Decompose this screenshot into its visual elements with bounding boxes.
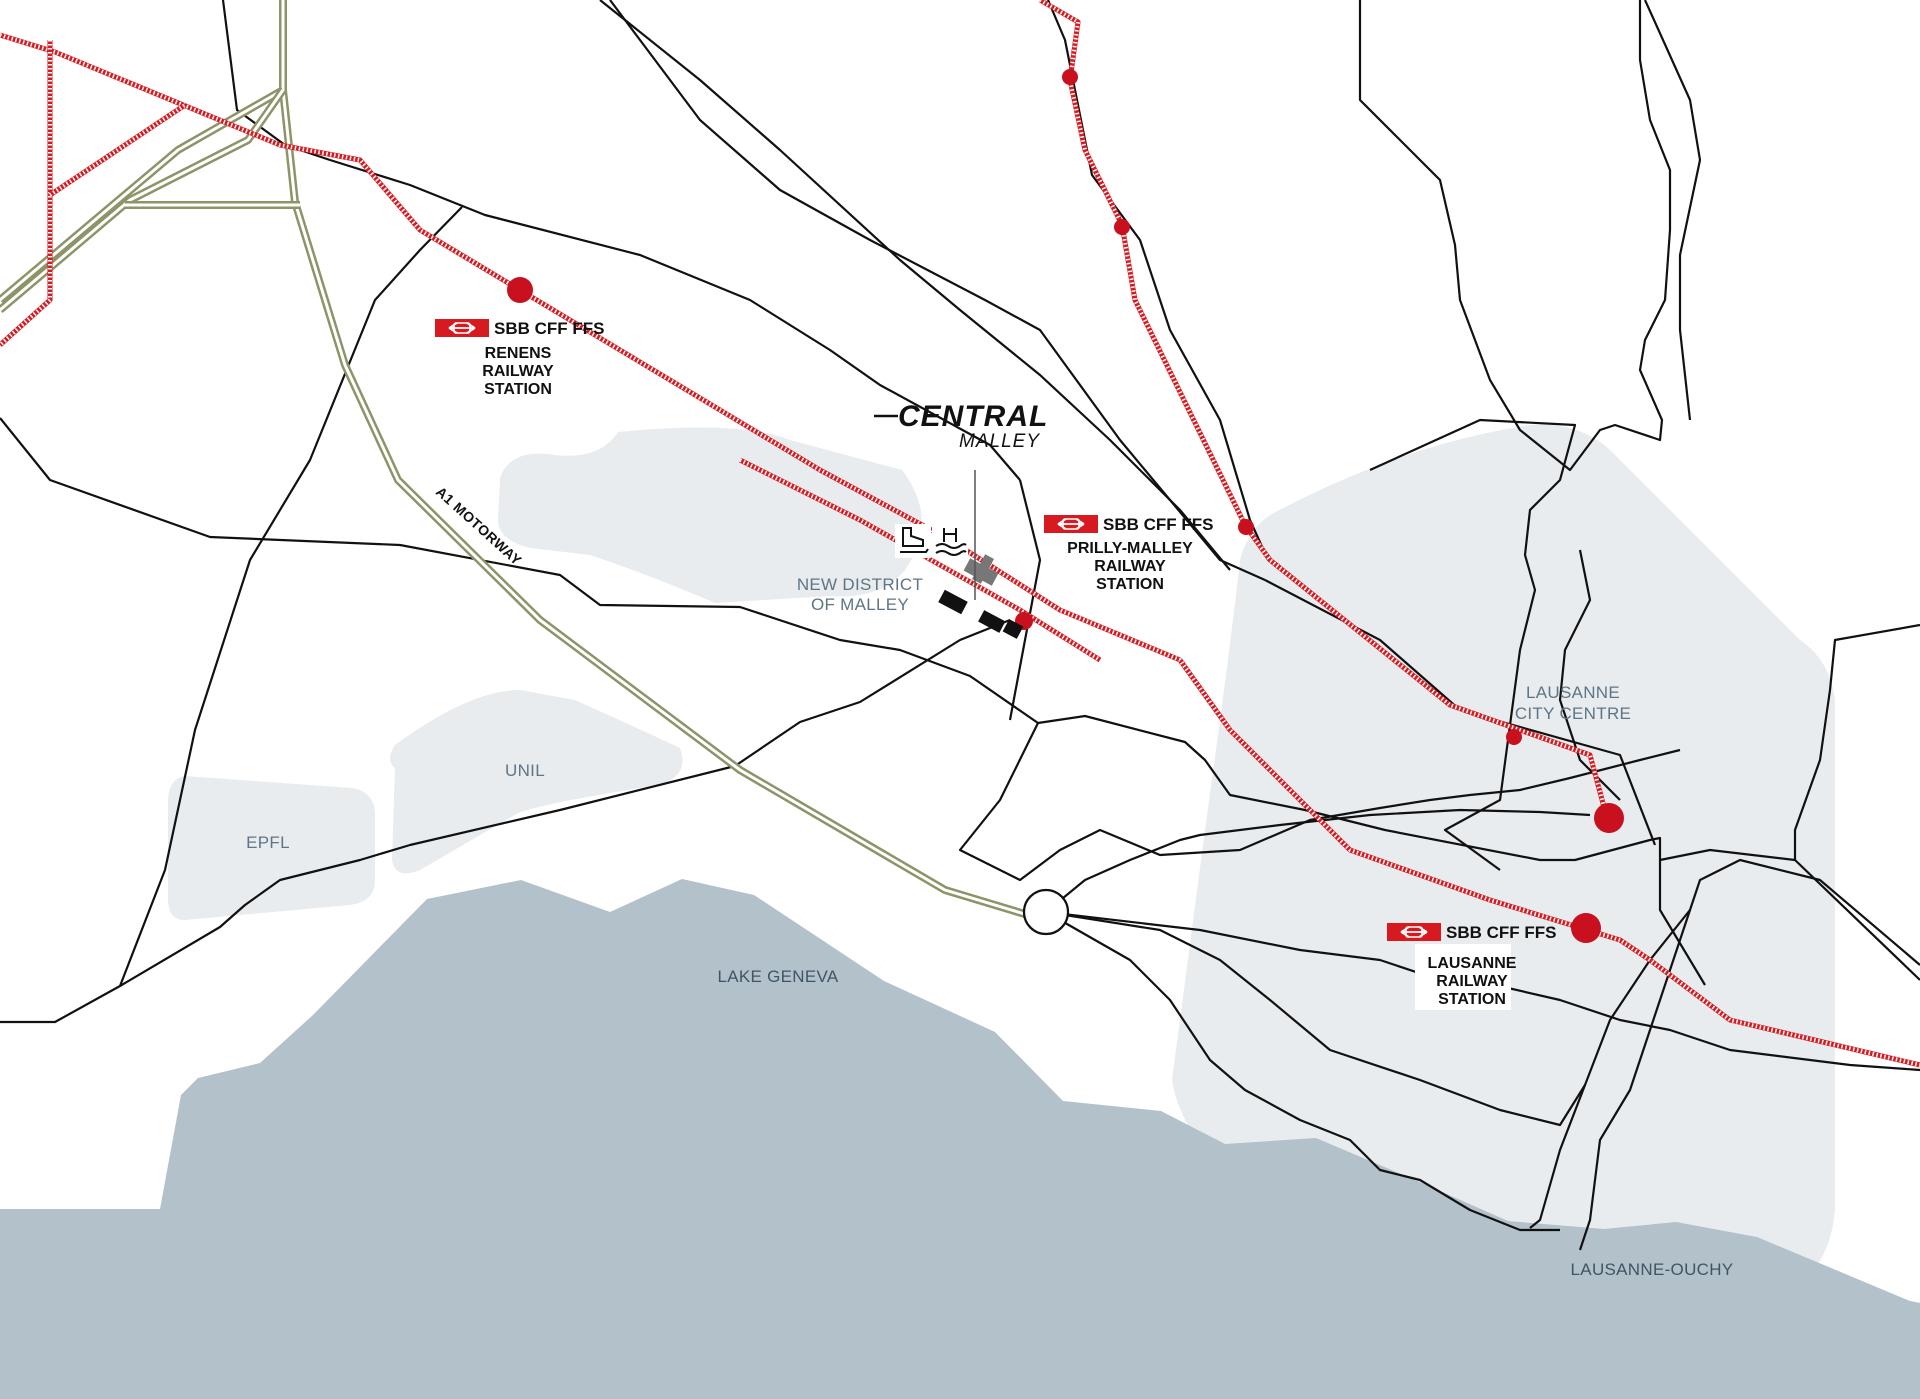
lausanne-centre-label-line2: CITY CENTRE: [1515, 704, 1631, 723]
lake-geneva-label: LAKE GENEVA: [717, 967, 838, 986]
sbb-badge-text: SBB CFF FFS: [494, 319, 605, 338]
prilly-station-label: SBB CFF FFS PRILLY-MALLEY RAILWAY STATIO…: [1043, 514, 1214, 593]
district-areas: [168, 424, 1835, 1316]
prilly-name-line3: STATION: [1096, 576, 1164, 593]
ice-skate-icon: [895, 524, 931, 558]
building: [1002, 619, 1024, 639]
stop-dot[interactable]: [1594, 803, 1624, 833]
building: [972, 554, 994, 584]
stop-dot[interactable]: [1062, 69, 1078, 85]
building: [978, 610, 1006, 633]
central-malley-site: [938, 470, 1024, 639]
stop-dot[interactable]: [1238, 519, 1254, 535]
lausanne-name-line3: STATION: [1438, 991, 1506, 1008]
stop-dot[interactable]: [1114, 219, 1130, 235]
unil-area: [390, 690, 683, 874]
renens-station-dot[interactable]: [507, 277, 533, 303]
roundabout: [1022, 888, 1070, 936]
renens-station-label: SBB CFF FFS RENENS RAILWAY STATION: [434, 318, 605, 398]
lausanne-station-label: SBB CFF FFS LAUSANNE RAILWAY STATION: [1386, 922, 1557, 1010]
lausanne-centre-area: [1172, 424, 1835, 1316]
stop-dot[interactable]: [1506, 729, 1522, 745]
malley-label-line1: NEW DISTRICT: [797, 575, 923, 594]
renens-name-line2: RAILWAY: [482, 363, 554, 380]
lausanne-centre-label-line1: LAUSANNE: [1526, 683, 1620, 702]
lausanne-name-line1: LAUSANNE: [1428, 955, 1517, 972]
road-network: [0, 0, 1920, 1251]
renens-name-line1: RENENS: [485, 345, 552, 362]
sbb-badge-text: SBB CFF FFS: [1446, 923, 1557, 942]
central-malley-logo: CENTRAL MALLEY: [874, 400, 1048, 452]
station-dots: [507, 69, 1624, 943]
sbb-logo-icon: [1386, 922, 1442, 942]
malley-label-line2: OF MALLEY: [811, 595, 909, 614]
a1-motorway: [0, 0, 1030, 919]
ouchy-label: LAUSANNE-OUCHY: [1571, 1260, 1734, 1279]
swimming-pool-icon: [932, 524, 968, 558]
malley-area: [498, 427, 922, 603]
renens-name-line3: STATION: [484, 381, 552, 398]
sbb-badge-text: SBB CFF FFS: [1103, 515, 1214, 534]
lausanne-name-line2: RAILWAY: [1436, 973, 1508, 990]
epfl-area: [168, 776, 375, 920]
lausanne-station-dot[interactable]: [1571, 913, 1601, 943]
epfl-label: EPFL: [246, 833, 290, 852]
logo-main: CENTRAL: [898, 400, 1048, 433]
prilly-name-line2: RAILWAY: [1094, 558, 1166, 575]
building: [938, 589, 968, 615]
logo-sub: MALLEY: [959, 431, 1040, 452]
sbb-logo-icon: [434, 318, 490, 338]
prilly-name-line1: PRILLY-MALLEY: [1067, 540, 1193, 557]
lake-geneva: [0, 879, 1920, 1399]
unil-label: UNIL: [505, 761, 545, 780]
sbb-logo-icon: [1043, 514, 1099, 534]
